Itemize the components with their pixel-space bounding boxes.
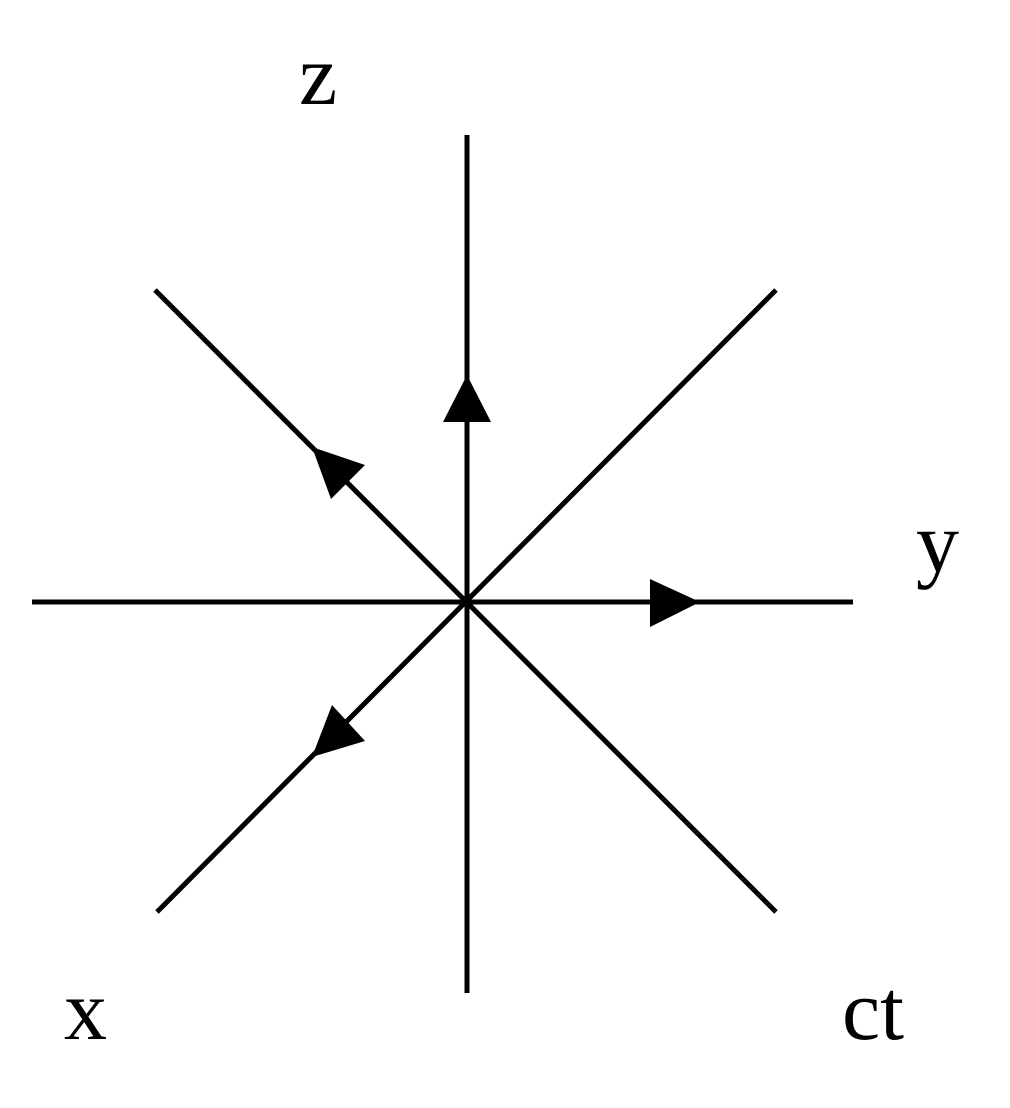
z-arrowhead	[443, 375, 491, 422]
ct-axis-line	[155, 288, 778, 914]
x-axis-label: x	[64, 962, 107, 1058]
z-axis-label: z	[299, 27, 337, 123]
y-arrowhead	[650, 579, 700, 627]
ct-down-left-arrowhead	[312, 705, 365, 757]
x-up-left-arrowhead	[312, 447, 365, 499]
y-axis-label: y	[916, 494, 959, 590]
ct-axis-label: ct	[842, 962, 904, 1058]
